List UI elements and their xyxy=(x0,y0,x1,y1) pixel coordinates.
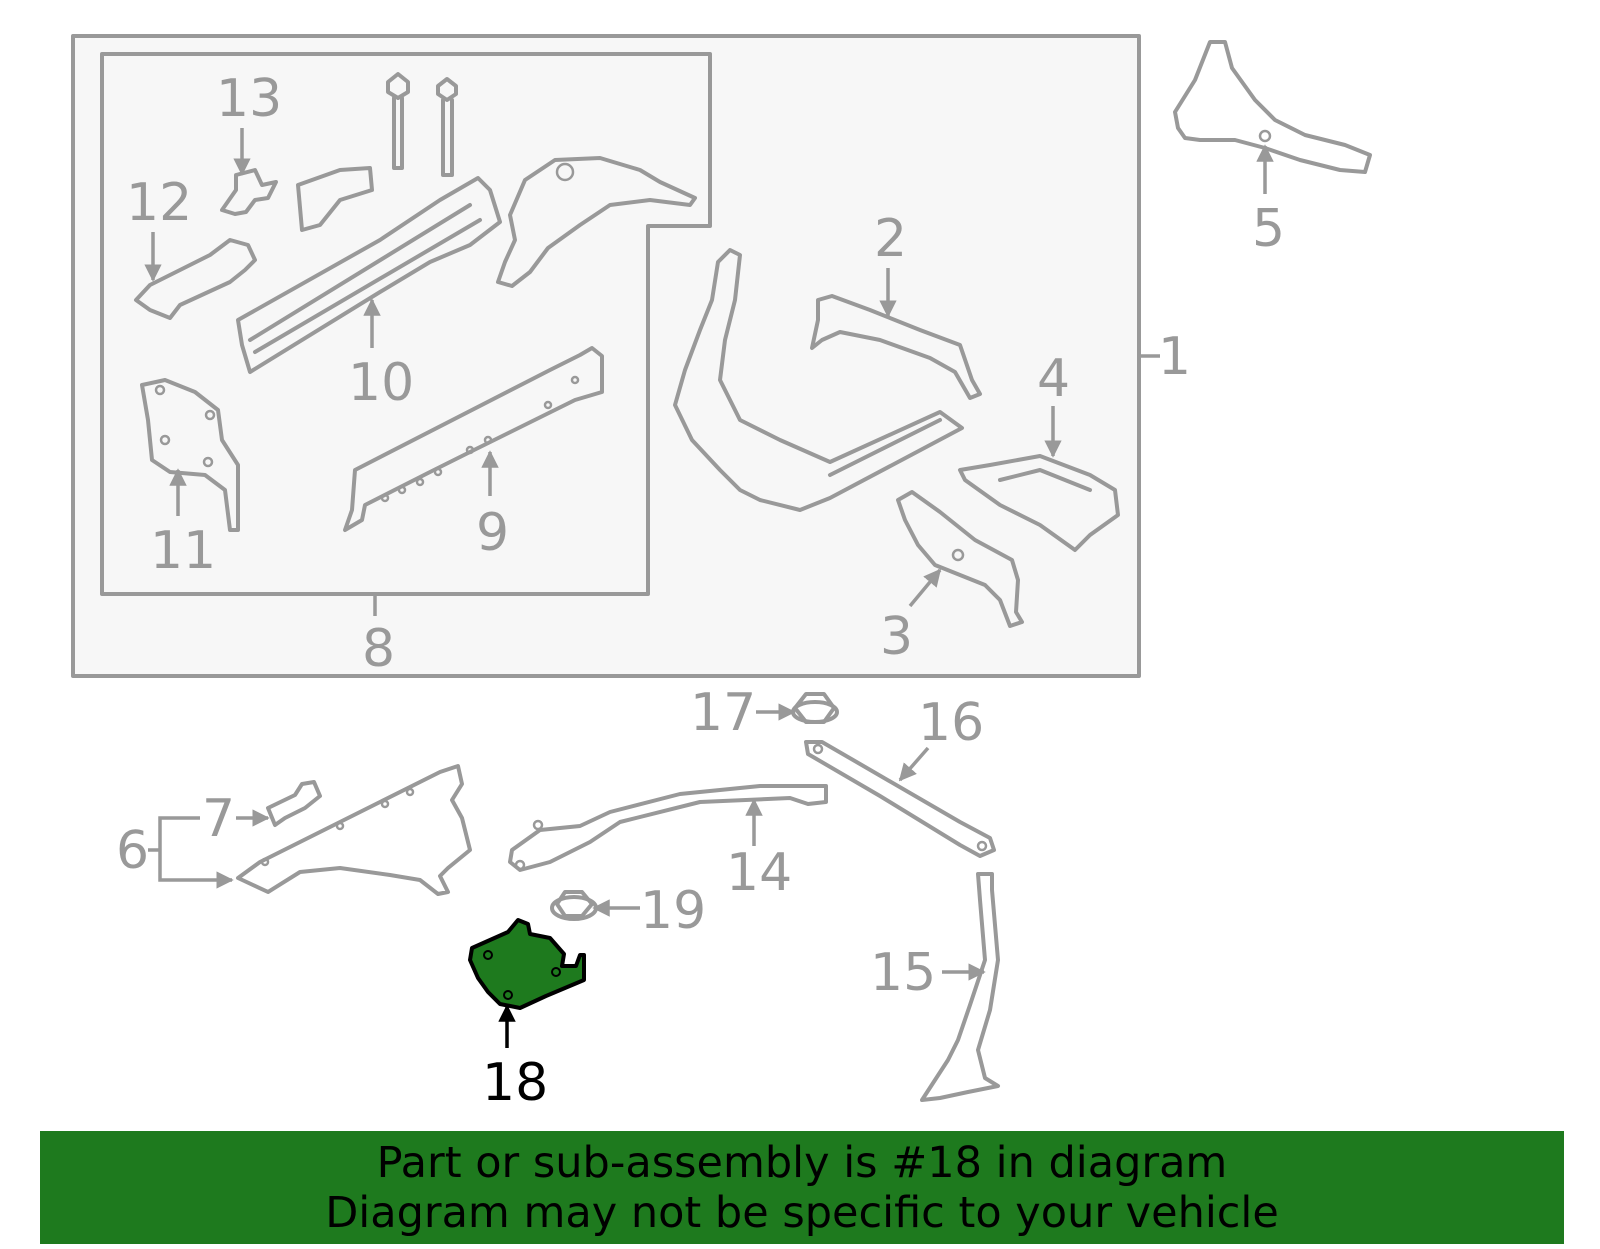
callout-12: 12 xyxy=(126,173,192,233)
part-7-shape xyxy=(266,780,322,827)
banner-line-1: Part or sub-assembly is #18 in diagram xyxy=(376,1137,1228,1188)
info-banner: Part or sub-assembly is #18 in diagram D… xyxy=(40,1131,1564,1244)
part-11-shape xyxy=(140,378,240,532)
callout-5: 5 xyxy=(1252,199,1285,259)
part-16-shape xyxy=(804,740,996,858)
callout-13: 13 xyxy=(216,69,282,129)
callout-8: 8 xyxy=(362,619,395,679)
callout-17: 17 xyxy=(690,683,756,743)
leader-lines xyxy=(144,128,1274,1048)
callout-2: 2 xyxy=(874,209,907,269)
bracket-upper-shape xyxy=(296,166,374,232)
callout-6: 6 xyxy=(116,821,149,881)
banner-background xyxy=(40,1131,1564,1244)
part-18-highlight[interactable] xyxy=(468,918,586,1010)
callout-1: 1 xyxy=(1158,327,1191,387)
part-4-shape xyxy=(958,454,1120,552)
banner-line-2: Diagram may not be specific to your vehi… xyxy=(325,1187,1279,1238)
callout-4: 4 xyxy=(1037,349,1070,409)
callout-19: 19 xyxy=(640,881,706,941)
part-6-shape xyxy=(236,764,472,896)
part-14-shape xyxy=(508,784,828,872)
part-10-shape xyxy=(236,176,502,374)
part-2-shape xyxy=(810,294,982,400)
callout-16: 16 xyxy=(918,693,984,753)
callout-18: 18 xyxy=(482,1053,548,1113)
callout-9: 9 xyxy=(476,503,509,563)
apron-shape xyxy=(496,156,697,288)
callout-14: 14 xyxy=(726,843,792,903)
callout-7: 7 xyxy=(202,789,235,849)
part-3-shape xyxy=(896,490,1024,628)
part-9-shape xyxy=(343,346,604,532)
bolts-shape xyxy=(386,72,458,177)
part-13-shape xyxy=(220,168,278,216)
part-12-shape xyxy=(134,238,257,320)
callout-3: 3 xyxy=(880,607,913,667)
part-15-shape xyxy=(920,872,1000,1102)
subassembly-box-8 xyxy=(100,52,712,596)
callout-15: 15 xyxy=(870,943,936,1003)
callout-10: 10 xyxy=(348,353,414,413)
callout-11: 11 xyxy=(150,521,216,581)
part-main-rail-shape xyxy=(673,248,964,512)
part-5-shape xyxy=(1173,40,1372,174)
